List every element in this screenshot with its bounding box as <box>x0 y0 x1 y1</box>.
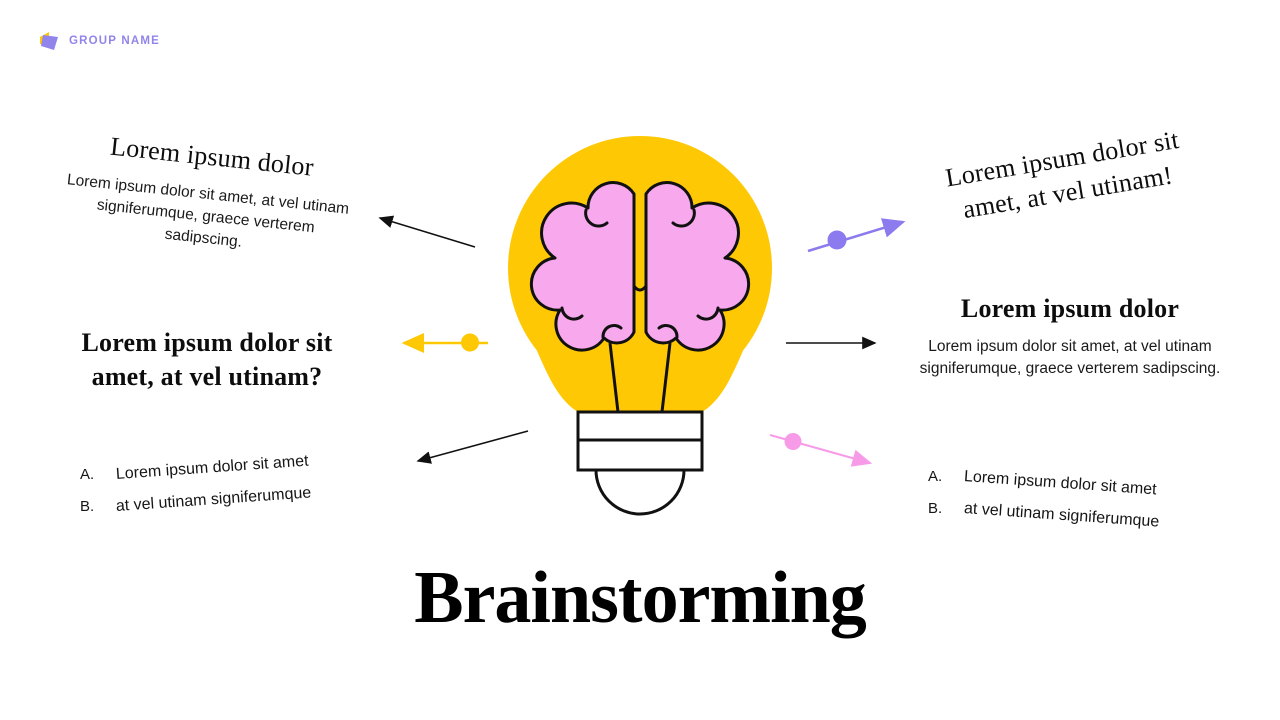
pink-dot <box>784 433 802 450</box>
callout-top-right: Lorem ipsum dolor sit amet, at vel utina… <box>921 119 1208 232</box>
yellow-dot <box>461 333 479 352</box>
arrow-purple-top-right <box>807 218 906 253</box>
filament-right <box>660 342 672 413</box>
arrow-black-top-left <box>378 215 476 248</box>
list-item: A. Lorem ipsum dolor sit amet <box>928 468 1228 498</box>
bulb-glass <box>508 136 772 400</box>
brain-lightbulb-illustration <box>508 136 772 516</box>
filament-left <box>608 342 620 413</box>
brain-right-hemisphere <box>644 181 751 352</box>
callout-middle-right-heading: Lorem ipsum dolor <box>960 294 1180 323</box>
purple-dot <box>827 230 847 250</box>
brand-name: GROUP NAME <box>69 35 161 47</box>
brand-logo-icon <box>40 32 58 50</box>
list-item-text: at vel utinam signiferumque <box>963 500 1160 531</box>
bulb-contact-dome <box>594 468 686 516</box>
list-item-marker: A. <box>80 466 95 483</box>
arrow-black-bottom-left <box>416 430 529 464</box>
list-item: B. at vel utinam signiferumque <box>928 500 1228 531</box>
list-item: B. at vel utinam signiferumque <box>80 484 380 516</box>
arrow-yellow-left <box>401 333 488 353</box>
list-item-marker: A. <box>928 468 943 485</box>
list-item-marker: B. <box>928 500 943 517</box>
arrow-pink-bottom-right <box>769 433 873 467</box>
list-item: A. Lorem ipsum dolor sit amet <box>80 453 380 484</box>
callout-middle-left-heading-line2: amet, at vel utinam? <box>91 361 323 391</box>
slide-title: Brainstorming <box>414 557 867 639</box>
callout-middle-right-body: Lorem ipsum dolor sit amet, at vel utina… <box>919 337 1221 377</box>
list-bottom-right: A. Lorem ipsum dolor sit amet B. at vel … <box>928 468 1228 532</box>
list-item-text: Lorem ipsum dolor sit amet <box>115 452 310 483</box>
brain-folds <box>560 208 720 339</box>
callout-top-left: Lorem ipsum dolor Lorem ipsum dolor sit … <box>57 125 359 265</box>
callout-middle-right: Lorem ipsum dolor Lorem ipsum dolor sit … <box>918 292 1222 380</box>
bulb-neck <box>530 335 750 412</box>
list-item-marker: B. <box>80 498 95 515</box>
list-bottom-left: A. Lorem ipsum dolor sit amet B. at vel … <box>80 453 380 530</box>
callout-middle-left-heading-line1: Lorem ipsum dolor sit <box>81 328 333 357</box>
brain-left-hemisphere <box>529 181 636 352</box>
brand-logo: GROUP NAME <box>38 31 160 51</box>
bulb-base <box>576 410 704 472</box>
callout-middle-left: Lorem ipsum dolor sit amet, at vel utina… <box>62 326 352 394</box>
list-item-text: Lorem ipsum dolor sit amet <box>963 468 1158 499</box>
list-item-text: at vel utinam signiferumque <box>115 484 312 515</box>
